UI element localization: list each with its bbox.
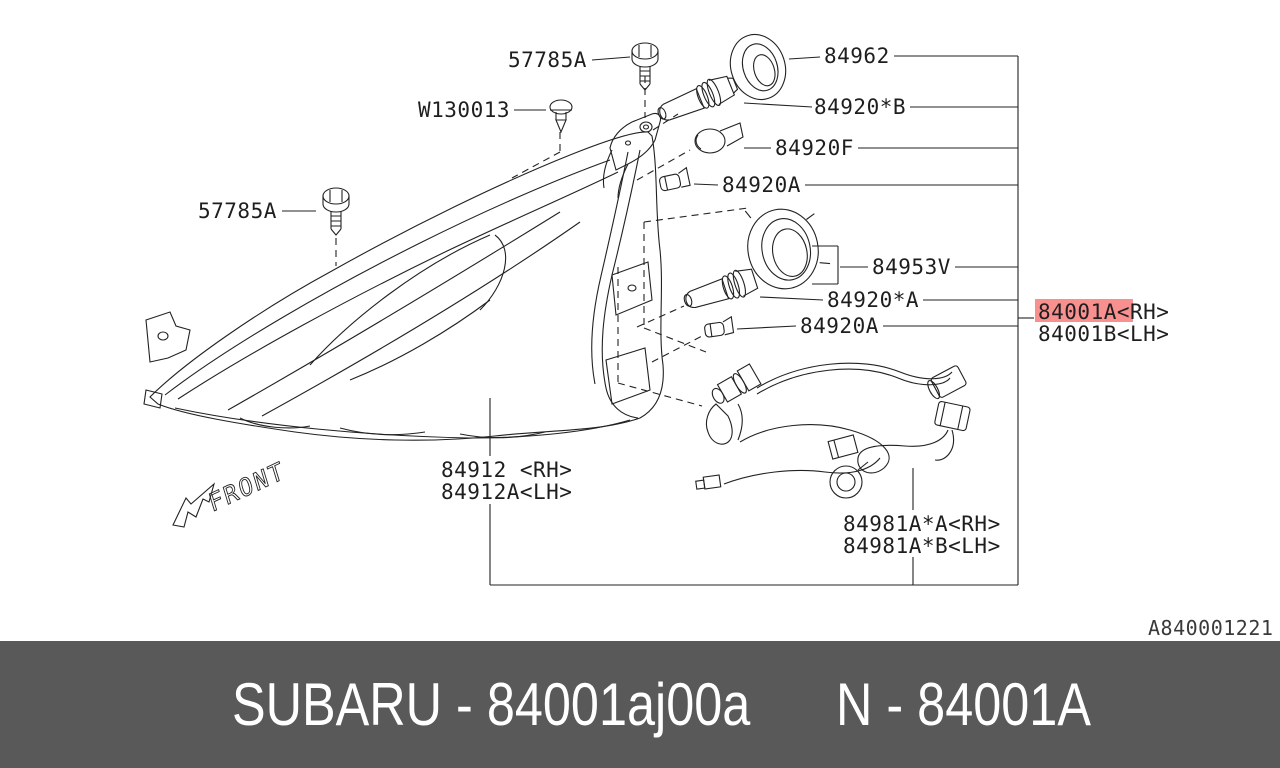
seal-ring-drawing (729, 33, 787, 101)
callout-clip[interactable]: W130013 (418, 98, 511, 122)
screw-left-drawing (322, 187, 350, 236)
footer-bar: SUBARU - 84001aj00a N - 84001A (0, 641, 1280, 768)
selected-part-highlight (1035, 299, 1133, 322)
diagram-canvas: FRONT 57785A W130013 57785A 84962 84920*… (143, 33, 1274, 640)
callout-lens-lh[interactable]: 84912A<LH> (441, 480, 573, 504)
callout-seal-ring[interactable]: 84962 (824, 44, 890, 68)
harness-drawing (695, 362, 971, 499)
headlamp-housing-drawing (143, 112, 664, 441)
callout-lamp-assembly-rh[interactable]: 84001A<RH> (1038, 300, 1170, 324)
callout-retainer-ring[interactable]: 84953V (872, 255, 951, 279)
callout-harness-rh[interactable]: 84981A*A<RH> (843, 512, 1001, 536)
clip-drawing (549, 99, 573, 134)
front-arrow: FRONT (172, 456, 289, 528)
retainer-ring-drawing (744, 208, 839, 290)
screw-top-drawing (631, 42, 659, 91)
callout-bulb-low[interactable]: 84920*A (827, 288, 920, 312)
leader-lines (282, 55, 1034, 586)
wedge-bulb-bottom-drawing (704, 315, 735, 338)
callout-screw-top[interactable]: 57785A (508, 48, 587, 72)
headlamp-exploded-drawing: FRONT (143, 33, 1034, 586)
front-arrow-label: FRONT (206, 456, 289, 518)
footer-brand-part: SUBARU - 84001aj00a (232, 671, 751, 738)
diagram-ref-code: A840001221 (1148, 616, 1274, 640)
footer-catalog-number: N - 84001A (836, 671, 1091, 738)
callout-lens-rh[interactable]: 84912 <RH> (441, 458, 573, 482)
callout-screw-left[interactable]: 57785A (198, 199, 277, 223)
cap-drawing (694, 122, 744, 154)
bulb-high-drawing (657, 75, 739, 121)
callout-cap[interactable]: 84920F (775, 136, 854, 160)
callout-lamp-assembly-lh[interactable]: 84001B<LH> (1038, 322, 1170, 346)
callout-bulb-high[interactable]: 84920*B (814, 95, 907, 119)
callout-wedge-bulb-top[interactable]: 84920A (722, 173, 801, 197)
callout-wedge-bulb-bottom[interactable]: 84920A (800, 314, 879, 338)
dashed-guide-lines (335, 76, 749, 407)
callout-harness-lh[interactable]: 84981A*B<LH> (843, 534, 1001, 558)
wedge-bulb-top-drawing (659, 166, 691, 192)
bulb-low-drawing (683, 268, 759, 309)
